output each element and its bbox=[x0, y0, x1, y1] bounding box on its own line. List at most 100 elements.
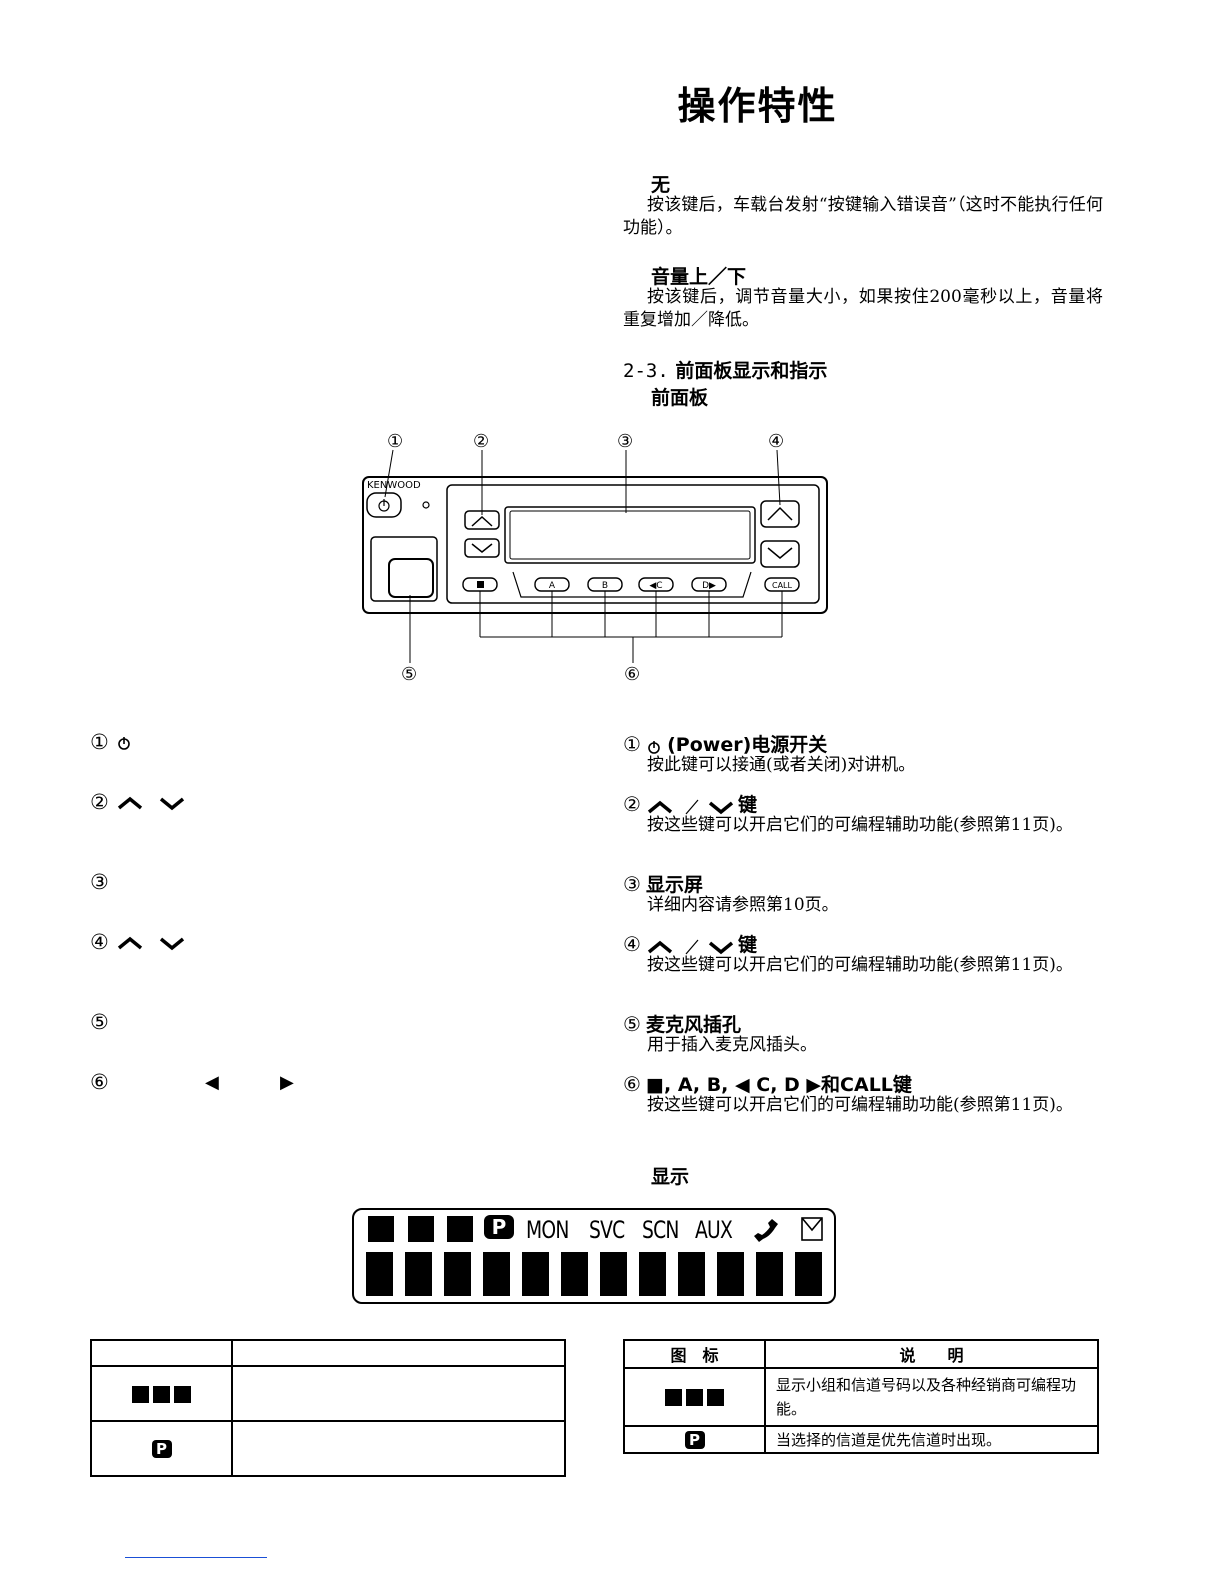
table-row: 显示小组和信道号码以及各种经销商可编程功能。 bbox=[623, 1367, 1099, 1427]
front-panel-diagram: ① ② ③ ④ ⑤ ⑥ KENWOOD A B ◀C D▶ CALL bbox=[362, 431, 828, 685]
item-1-title: (Power)电源开关 bbox=[667, 734, 828, 756]
left-item-6: ⑥ bbox=[90, 1070, 109, 1094]
segment-icon bbox=[665, 1389, 682, 1407]
lcd-char bbox=[366, 1252, 393, 1296]
display-screen bbox=[509, 510, 751, 560]
lcd-label-scn: SCN bbox=[642, 1216, 679, 1244]
lcd-character-row bbox=[366, 1252, 826, 1296]
chassis bbox=[362, 476, 828, 614]
footer-line bbox=[125, 1557, 267, 1558]
up-slash-down-icon bbox=[647, 939, 734, 954]
left-item-2: ② bbox=[90, 790, 186, 814]
lcd-char bbox=[522, 1252, 549, 1296]
left-down-button[interactable] bbox=[464, 538, 500, 558]
item-1-body: 按此键可以接通(或者关闭)对讲机。 bbox=[647, 755, 916, 775]
lcd-char bbox=[600, 1252, 627, 1296]
lcd-char bbox=[756, 1252, 783, 1296]
item-6-title-c: 和CALL键 bbox=[821, 1074, 912, 1096]
item-4-title: 键 bbox=[738, 934, 758, 956]
item-5-title: 麦克风插孔 bbox=[646, 1014, 742, 1036]
right-item-2: ② 键 bbox=[623, 792, 758, 816]
power-icon bbox=[117, 737, 130, 750]
lcd-char bbox=[444, 1252, 471, 1296]
section-title: 前面板显示和指示 bbox=[675, 360, 828, 382]
table-icon-cell: P bbox=[623, 1425, 766, 1454]
section-heading: 2-3. 前面板显示和指示 bbox=[623, 356, 827, 383]
left-item-5: ⑤ bbox=[90, 1010, 109, 1034]
svg-text:◀C: ◀C bbox=[649, 581, 662, 591]
item-5-body: 用于插入麦克风插头。 bbox=[647, 1035, 817, 1055]
body-none: 按该键后，车载台发射“按键输入错误音”（这时不能执行任何功能）。 bbox=[623, 195, 1103, 238]
item-3-body: 详细内容请参照第10页。 bbox=[647, 895, 839, 915]
left-icon-table: P bbox=[90, 1339, 566, 1477]
lcd-char bbox=[483, 1252, 510, 1296]
item-6-body: 按这些键可以开启它们的可编程辅助功能(参照第11页)。 bbox=[647, 1095, 1073, 1115]
item-2-body: 按这些键可以开启它们的可编程辅助功能(参照第11页)。 bbox=[647, 815, 1073, 835]
lcd-char bbox=[678, 1252, 705, 1296]
callout-4: ④ bbox=[768, 431, 784, 452]
lcd-label-aux: AUX bbox=[695, 1216, 733, 1244]
table-desc-cell: 显示小组和信道号码以及各种经销商可编程功能。 bbox=[764, 1367, 1099, 1427]
lcd-segment-3 bbox=[447, 1216, 473, 1242]
item-6-title-a: ■, A, B, bbox=[646, 1074, 736, 1096]
left-item-4: ④ bbox=[90, 930, 186, 954]
lcd-char bbox=[561, 1252, 588, 1296]
callout-1: ① bbox=[387, 431, 403, 452]
callout-6: ⑥ bbox=[624, 664, 640, 685]
table-header-icon: 图 标 bbox=[623, 1339, 766, 1369]
lcd-char bbox=[717, 1252, 744, 1296]
svg-text:CALL: CALL bbox=[772, 581, 793, 590]
left-arrow-icon: ◀ bbox=[205, 1072, 219, 1093]
heading-volume: 音量上／下 bbox=[651, 266, 747, 288]
inner-panel bbox=[446, 484, 820, 604]
right-item-5: ⑤ 麦克风插孔 bbox=[623, 1012, 742, 1036]
lcd-char bbox=[795, 1252, 822, 1296]
table-row bbox=[90, 1365, 566, 1422]
power-button[interactable] bbox=[366, 492, 402, 518]
page-title: 操作特性 bbox=[677, 84, 838, 128]
callout-3: ③ bbox=[617, 431, 633, 452]
table-row: P bbox=[90, 1420, 566, 1477]
phone-icon bbox=[754, 1219, 778, 1242]
lcd-priority-icon: P bbox=[484, 1215, 514, 1239]
table-icon-cell bbox=[623, 1367, 766, 1427]
lcd-label-svc: SVC bbox=[589, 1216, 625, 1244]
section-number: 2-3. bbox=[623, 360, 669, 382]
callout-5: ⑤ bbox=[401, 664, 417, 685]
left-table-icon-cell: P bbox=[90, 1420, 233, 1477]
table-desc-cell: 当选择的信道是优先信道时出现。 bbox=[764, 1425, 1099, 1454]
item-6-title-b: ◀ C, D ▶ bbox=[735, 1074, 822, 1096]
callout-2: ② bbox=[473, 431, 489, 452]
item-4-body: 按这些键可以开启它们的可编程辅助功能(参照第11页)。 bbox=[647, 955, 1073, 975]
lcd-char bbox=[639, 1252, 666, 1296]
svg-text:D▶: D▶ bbox=[702, 581, 716, 591]
right-item-6: ⑥ ■, A, B, ◀ C, D ▶和CALL键 bbox=[623, 1072, 912, 1096]
right-item-1: ① (Power)电源开关 bbox=[623, 732, 828, 756]
heading-none: 无 bbox=[651, 174, 671, 196]
left-table-header-desc bbox=[231, 1339, 566, 1367]
left-table-icon-cell bbox=[90, 1365, 233, 1422]
right-arrow-icon: ▶ bbox=[280, 1072, 294, 1093]
up-slash-down-icon bbox=[647, 799, 734, 814]
mic-jack-frame bbox=[370, 536, 438, 602]
left-table-desc-cell bbox=[231, 1365, 566, 1422]
lcd-char bbox=[405, 1252, 432, 1296]
priority-icon: P bbox=[684, 1431, 705, 1449]
svg-text:B: B bbox=[602, 581, 608, 591]
body-volume: 按该键后，调节音量大小，如果按住200毫秒以上，音量将重复增加／降低。 bbox=[623, 287, 1103, 330]
right-icon-table: 图 标 说 明 显示小组和信道号码以及各种经销商可编程功能。 P 当选择的信道是… bbox=[623, 1339, 1099, 1454]
table-header-desc: 说 明 bbox=[764, 1339, 1099, 1369]
right-down-button[interactable] bbox=[760, 540, 800, 568]
right-item-3: ③ 显示屏 bbox=[623, 872, 704, 896]
right-item-4: ④ 键 bbox=[623, 932, 758, 956]
up-down-icon bbox=[117, 936, 184, 951]
indicator-led bbox=[422, 501, 430, 509]
table-row: P 当选择的信道是优先信道时出现。 bbox=[623, 1425, 1099, 1454]
item-3-title: 显示屏 bbox=[646, 874, 704, 896]
svg-text:A: A bbox=[549, 581, 556, 591]
item-2-title: 键 bbox=[738, 794, 758, 816]
message-icon bbox=[801, 1217, 823, 1241]
display-heading: 显示 bbox=[651, 1166, 690, 1188]
mic-jack[interactable] bbox=[388, 558, 434, 598]
brand-logo: KENWOOD bbox=[367, 480, 421, 491]
